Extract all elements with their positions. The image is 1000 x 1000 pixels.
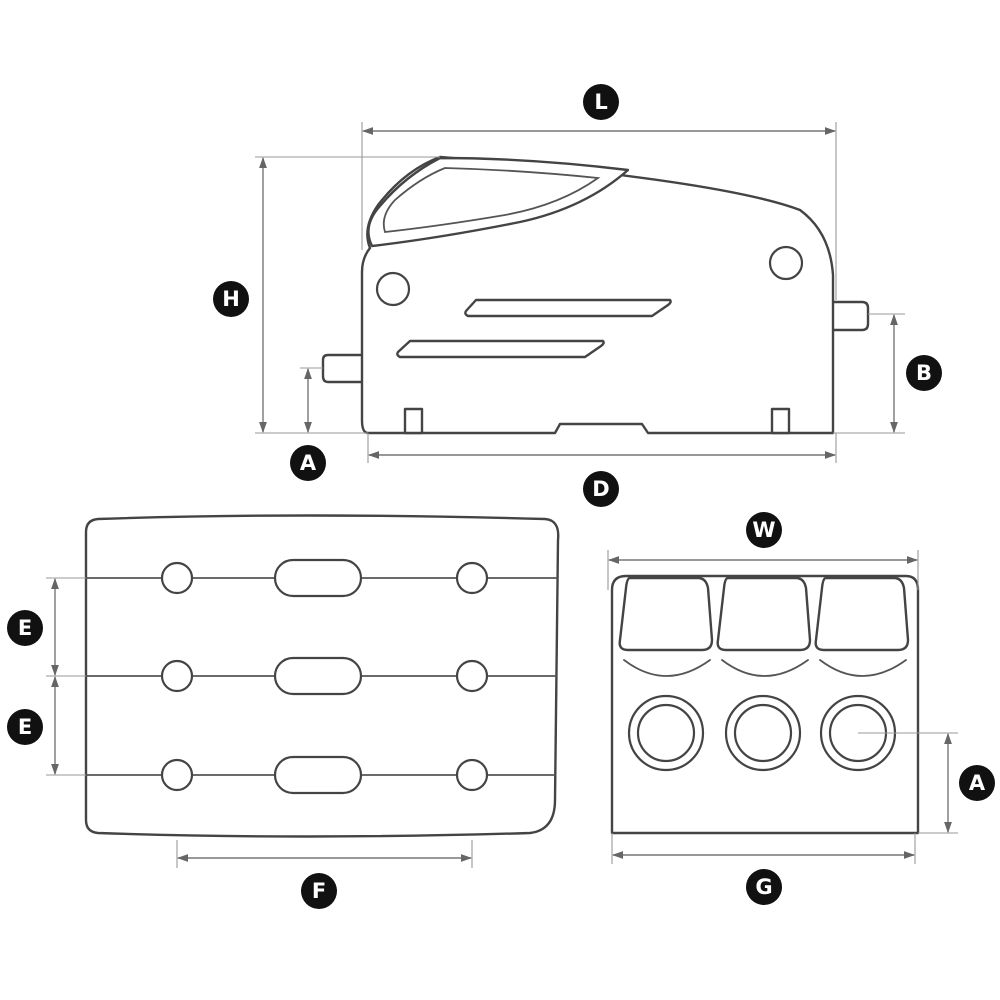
front-rope-hole-inner bbox=[636, 703, 696, 763]
label-A-side-text: A bbox=[300, 451, 317, 475]
top-slot bbox=[273, 755, 363, 795]
side-grip-lower bbox=[396, 339, 605, 359]
top-hole bbox=[160, 758, 194, 792]
label-A-front-text: A bbox=[969, 771, 986, 795]
label-E-top: E bbox=[7, 610, 43, 646]
label-A-side: A bbox=[290, 445, 326, 481]
front-rope-hole-inner bbox=[733, 703, 793, 763]
side-rope-right bbox=[831, 300, 870, 332]
label-G-text: G bbox=[755, 875, 772, 899]
side-grip-upper bbox=[464, 298, 672, 318]
top-hole bbox=[455, 561, 489, 595]
top-hole bbox=[160, 659, 194, 693]
front-cam-window bbox=[618, 576, 714, 652]
label-F-text: F bbox=[312, 879, 326, 903]
side-pin-right bbox=[768, 245, 804, 281]
side-pin-left bbox=[375, 271, 411, 307]
label-L: L bbox=[583, 84, 619, 120]
label-L-text: L bbox=[594, 90, 607, 114]
top-slot bbox=[273, 656, 363, 696]
side-view bbox=[255, 122, 905, 463]
label-W-text: W bbox=[752, 518, 775, 542]
side-foot-left bbox=[403, 407, 424, 435]
front-cam-window bbox=[814, 576, 910, 652]
label-H: H bbox=[213, 281, 249, 317]
label-D: D bbox=[583, 471, 619, 507]
label-A-front: A bbox=[959, 765, 995, 801]
label-H-text: H bbox=[222, 287, 240, 311]
top-slot bbox=[273, 558, 363, 598]
side-rope-left bbox=[321, 353, 364, 384]
label-G: G bbox=[746, 869, 782, 905]
front-cam-window bbox=[716, 576, 812, 652]
side-foot-right bbox=[770, 407, 791, 435]
front-view bbox=[607, 550, 958, 864]
top-hole bbox=[455, 758, 489, 792]
label-F: F bbox=[301, 873, 337, 909]
label-B-text: B bbox=[916, 361, 932, 385]
top-view bbox=[46, 514, 560, 868]
label-E-bottom: E bbox=[7, 709, 43, 745]
top-hole bbox=[455, 659, 489, 693]
label-W: W bbox=[746, 512, 782, 548]
side-cam-cover bbox=[367, 156, 630, 248]
side-cam-cover-inner bbox=[382, 167, 601, 233]
label-D-text: D bbox=[592, 477, 609, 501]
label-B: B bbox=[906, 355, 942, 391]
label-E-top-text: E bbox=[18, 616, 32, 640]
label-E-bottom-text: E bbox=[18, 715, 32, 739]
top-hole bbox=[160, 561, 194, 595]
